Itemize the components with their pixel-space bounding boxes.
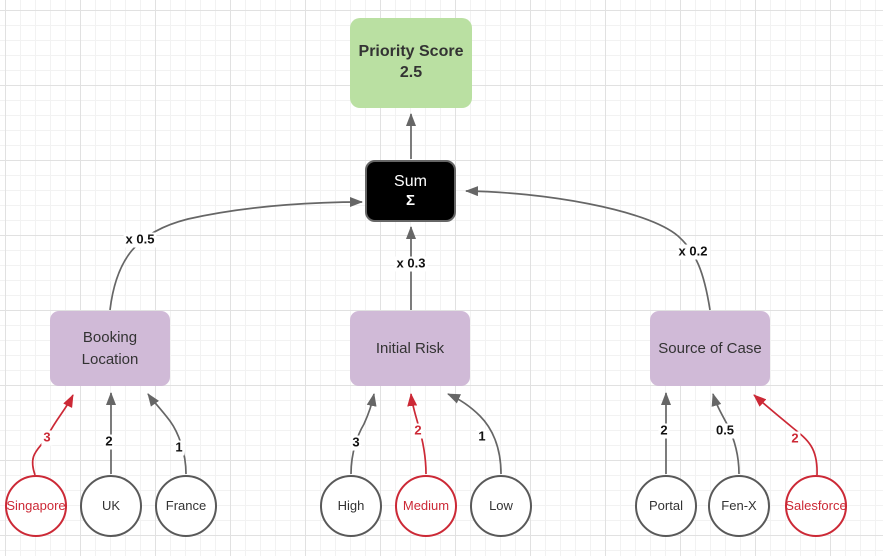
edge-booking-to-sum [109,197,363,311]
node-booking-location[interactable]: Booking Location [50,311,170,386]
factor-label: Initial Risk [375,339,445,357]
option-label: UK [101,498,121,514]
node-sum[interactable]: Sum Σ [365,160,456,222]
edge-low-to-initialrisk [447,393,502,475]
score-label-low: 1 [476,428,488,445]
option-label: Fen-X [721,498,757,514]
score-label-portal: 2 [658,422,670,439]
edge-salesforce-to-source [753,394,818,476]
node-option-high[interactable]: High [320,475,382,537]
edge-source-to-sum [465,186,711,311]
option-label: Singapore [6,498,66,514]
node-priority-score[interactable]: Priority Score 2.5 [350,18,472,108]
priority-score-value: 2.5 [399,64,423,81]
edge-france-to-booking [147,393,187,475]
node-option-salesforce[interactable]: Salesforce [785,475,847,537]
score-label-medium: 2 [412,422,424,439]
node-option-singapore[interactable]: Singapore [5,475,67,537]
node-option-medium[interactable]: Medium [395,475,457,537]
node-option-low[interactable]: Low [470,475,532,537]
sigma-symbol: Σ [405,191,415,209]
factor-label: Booking Location [81,328,139,368]
edge-singapore-to-booking [31,394,74,476]
weight-label-initial-risk: x 0.3 [394,255,428,272]
option-label: Low [489,498,513,514]
score-label-salesforce: 2 [789,430,801,447]
sum-label: Sum [394,172,427,190]
option-label: Medium [402,498,450,514]
node-source-of-case[interactable]: Source of Case [650,311,770,386]
score-label-singapore: 3 [41,429,53,446]
priority-score-title: Priority Score [358,43,464,61]
option-label: High [337,498,365,514]
node-option-fenx[interactable]: Fen-X [708,475,770,537]
score-label-fenx: 0.5 [713,422,737,439]
option-label: France [165,498,207,514]
node-option-france[interactable]: France [155,475,217,537]
option-label: Portal [649,498,683,514]
node-option-uk[interactable]: UK [80,475,142,537]
node-option-portal[interactable]: Portal [635,475,697,537]
score-label-high: 3 [350,434,362,451]
weight-label-booking: x 0.5 [123,231,157,248]
node-initial-risk[interactable]: Initial Risk [350,311,470,386]
option-label: Salesforce [785,498,847,514]
weight-label-source: x 0.2 [676,243,710,260]
factor-label: Source of Case [658,339,762,357]
score-label-france: 1 [173,439,185,456]
score-label-uk: 2 [103,433,115,450]
